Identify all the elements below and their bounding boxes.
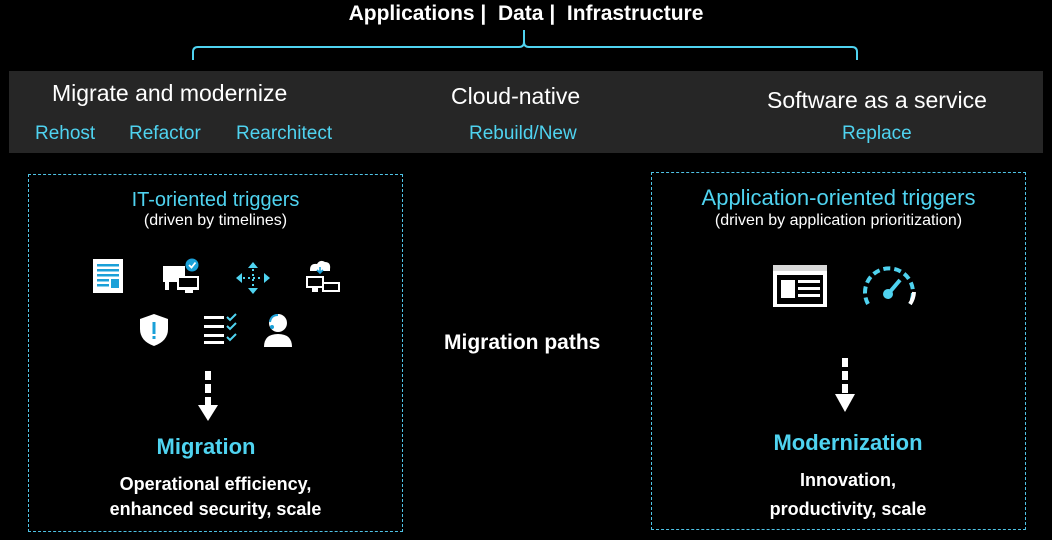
migration-benefit-line-2: enhanced security, scale [109, 499, 322, 519]
grouping-brace [192, 30, 858, 60]
cloud-devices-icon [304, 258, 342, 296]
modernization-label: Modernization [773, 430, 923, 455]
option-rearchitect: Rearchitect [236, 123, 333, 144]
cloud-native-title: Cloud-native [451, 83, 581, 109]
modernization-benefits: Innovation, productivity, scale [651, 466, 1045, 524]
application-window-icon [772, 264, 828, 308]
application-triggers-panel [651, 172, 1026, 530]
migration-paths-label: Migration paths [444, 331, 601, 354]
migration-benefits: Operational efficiency, enhanced securit… [28, 472, 403, 522]
page-title: Applications | Data | Infrastructure [348, 2, 704, 25]
migrate-modernize-title: Migrate and modernize [52, 80, 288, 106]
option-refactor: Refactor [129, 123, 201, 144]
saas-title: Software as a service [767, 87, 987, 113]
application-triggers-heading: Application-oriented triggers [701, 185, 976, 210]
it-triggers-heading: IT-oriented triggers [131, 189, 300, 211]
shield-alert-icon [139, 313, 169, 347]
application-triggers-subheading: (driven by application prioritization) [714, 212, 963, 229]
modernization-benefit-line-2: productivity, scale [769, 499, 927, 519]
it-triggers-panel [28, 174, 403, 532]
it-triggers-subheading: (driven by timelines) [143, 212, 288, 229]
document-icon [92, 258, 124, 294]
migration-arrow [198, 371, 218, 421]
migration-benefit-line-1: Operational efficiency, [119, 474, 312, 494]
migration-label: Migration [156, 434, 256, 459]
support-agent-icon [263, 312, 293, 348]
option-rehost: Rehost [35, 123, 96, 144]
devices-check-icon [161, 258, 201, 294]
checklist-icon [203, 313, 239, 345]
option-rebuild-new: Rebuild/New [469, 123, 577, 144]
migration-strategies-band [9, 71, 1043, 153]
move-arrows-icon [235, 261, 271, 295]
option-replace: Replace [842, 123, 912, 144]
speedometer-icon [860, 262, 918, 312]
modernization-arrow [835, 358, 855, 412]
modernization-benefit-line-1: Innovation, [800, 470, 896, 490]
